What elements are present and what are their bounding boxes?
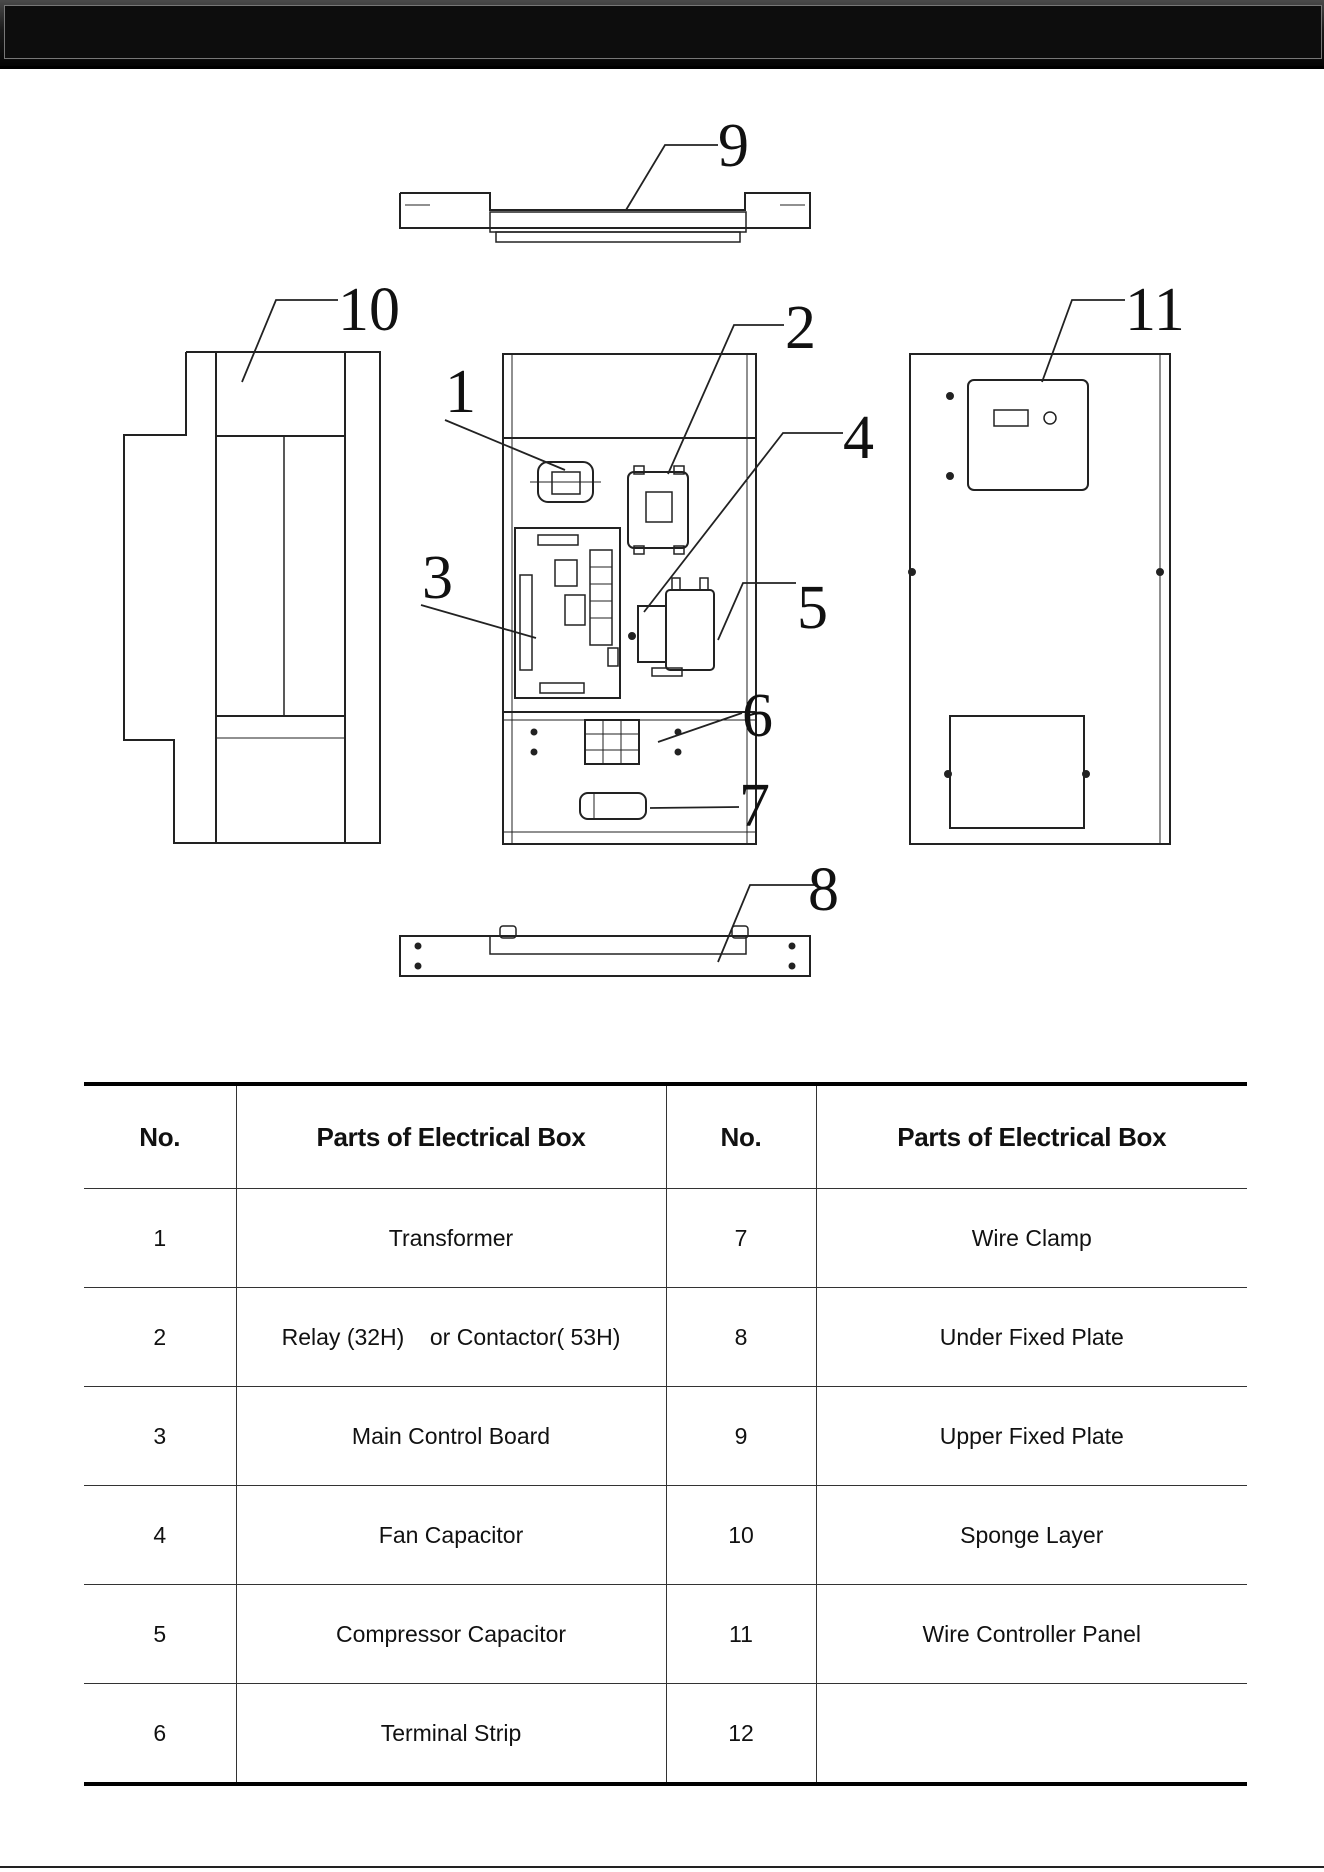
table-row: 5 Compressor Capacitor 11 Wire Controlle… — [84, 1584, 1247, 1684]
part-number: 12 — [666, 1683, 817, 1784]
callout-11: 11 — [1125, 276, 1185, 344]
callout-10: 10 — [338, 276, 400, 344]
part-number: 4 — [84, 1485, 237, 1585]
header-parts-right: Parts of Electrical Box — [816, 1084, 1247, 1189]
part-name — [816, 1684, 1247, 1785]
fan-capacitor-drawing — [628, 605, 667, 663]
wire-clamp-drawing — [579, 792, 647, 820]
table-row: 1 Transformer 7 Wire Clamp — [84, 1188, 1247, 1288]
part-number: 5 — [84, 1584, 237, 1684]
part-number: 2 — [84, 1287, 237, 1387]
part-number: 3 — [84, 1386, 237, 1486]
callout-4: 4 — [843, 404, 874, 472]
table-row: 3 Main Control Board 9 Upper Fixed Plate — [84, 1386, 1247, 1486]
part-number: 9 — [666, 1386, 817, 1486]
part-name: Transformer — [236, 1188, 667, 1288]
callout-3: 3 — [422, 544, 453, 612]
callout-9: 9 — [718, 112, 749, 180]
callout-2: 2 — [785, 294, 816, 362]
part-name: Fan Capacitor — [236, 1485, 667, 1585]
upper-fixed-plate — [399, 192, 811, 243]
part-number: 6 — [84, 1683, 237, 1784]
callout-7: 7 — [739, 772, 770, 840]
callout-1: 1 — [445, 358, 476, 426]
part-name: Under Fixed Plate — [816, 1287, 1247, 1387]
electrical-box-body — [502, 353, 757, 845]
part-name: Terminal Strip — [236, 1683, 667, 1784]
wire-controller-cover — [908, 353, 1171, 845]
compressor-capacitor-drawing — [651, 577, 715, 677]
parts-table: No. Parts of Electrical Box No. Parts of… — [84, 1082, 1247, 1786]
under-fixed-plate — [399, 925, 811, 977]
table-row: 6 Terminal Strip 12 — [84, 1683, 1247, 1785]
terminal-strip-drawing — [530, 719, 682, 765]
electrical-box-diagram: 9 10 1 2 11 4 3 5 6 7 8 — [123, 112, 1185, 977]
part-name: Main Control Board — [236, 1386, 667, 1486]
part-number: 11 — [666, 1584, 817, 1684]
header-bar-inner — [4, 5, 1322, 59]
table-row: 2 Relay (32H) or Contactor( 53H) 8 Under… — [84, 1287, 1247, 1387]
part-number: 10 — [666, 1485, 817, 1585]
part-name: Wire Controller Panel — [816, 1584, 1247, 1684]
part-name: Compressor Capacitor — [236, 1584, 667, 1684]
main-control-board-drawing — [514, 527, 621, 699]
part-name: Upper Fixed Plate — [816, 1386, 1247, 1486]
table-header-row: No. Parts of Electrical Box No. Parts of… — [84, 1084, 1247, 1189]
sponge-layer-panel — [123, 351, 381, 844]
part-name: Wire Clamp — [816, 1188, 1247, 1288]
part-number: 8 — [666, 1287, 817, 1387]
callout-5: 5 — [797, 574, 828, 642]
relay-contactor-drawing — [627, 465, 689, 555]
header-parts-left: Parts of Electrical Box — [236, 1084, 667, 1189]
header-no-left: No. — [84, 1084, 237, 1189]
table-row: 4 Fan Capacitor 10 Sponge Layer — [84, 1485, 1247, 1585]
callout-8: 8 — [808, 856, 839, 924]
header-bar — [0, 0, 1324, 69]
callout-6: 6 — [742, 682, 773, 750]
part-name: Relay (32H) or Contactor( 53H) — [236, 1287, 667, 1387]
part-name: Sponge Layer — [816, 1485, 1247, 1585]
transformer-drawing — [530, 461, 601, 503]
footer-rule — [0, 1866, 1324, 1868]
part-number: 1 — [84, 1188, 237, 1288]
header-no-right: No. — [666, 1084, 817, 1189]
part-number: 7 — [666, 1188, 817, 1288]
callout-leaders — [241, 144, 1125, 963]
